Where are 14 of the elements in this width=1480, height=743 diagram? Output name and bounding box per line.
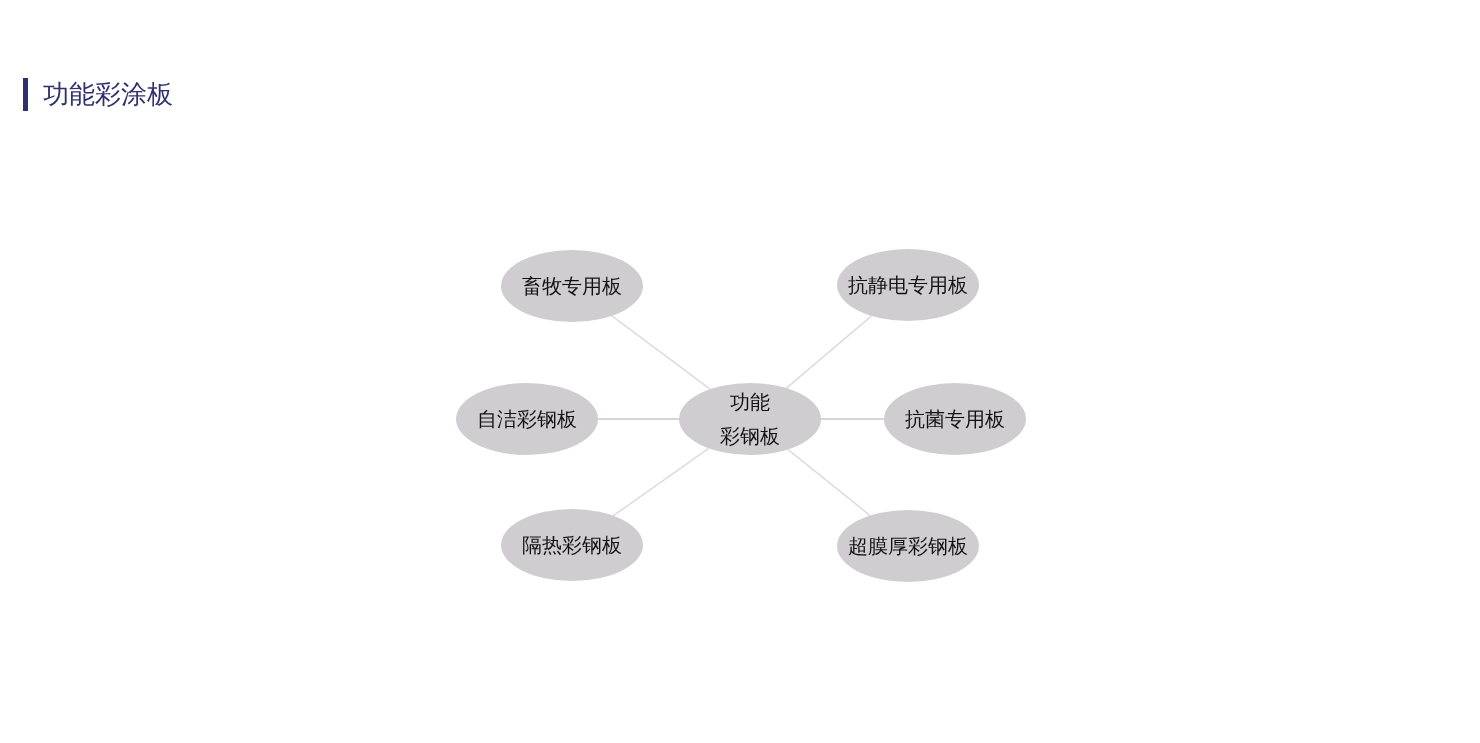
connector-line — [785, 315, 873, 389]
connector-line — [597, 418, 680, 420]
ellipse-node: 自洁彩钢板 — [456, 383, 598, 455]
ellipse-node: 畜牧专用板 — [501, 250, 643, 322]
ellipse-node: 超膜厚彩钢板 — [837, 510, 979, 582]
ellipse-node: 功能 彩钢板 — [679, 383, 821, 455]
section-title: 功能彩涂板 — [43, 78, 173, 111]
connector-line — [612, 447, 710, 517]
ellipse-node: 隔热彩钢板 — [501, 509, 643, 581]
connector-line — [787, 448, 871, 517]
connector-line — [611, 315, 711, 390]
ellipse-node: 抗菌专用板 — [884, 383, 1026, 455]
connector-line — [820, 418, 885, 420]
ellipse-node: 抗静电专用板 — [837, 249, 979, 321]
